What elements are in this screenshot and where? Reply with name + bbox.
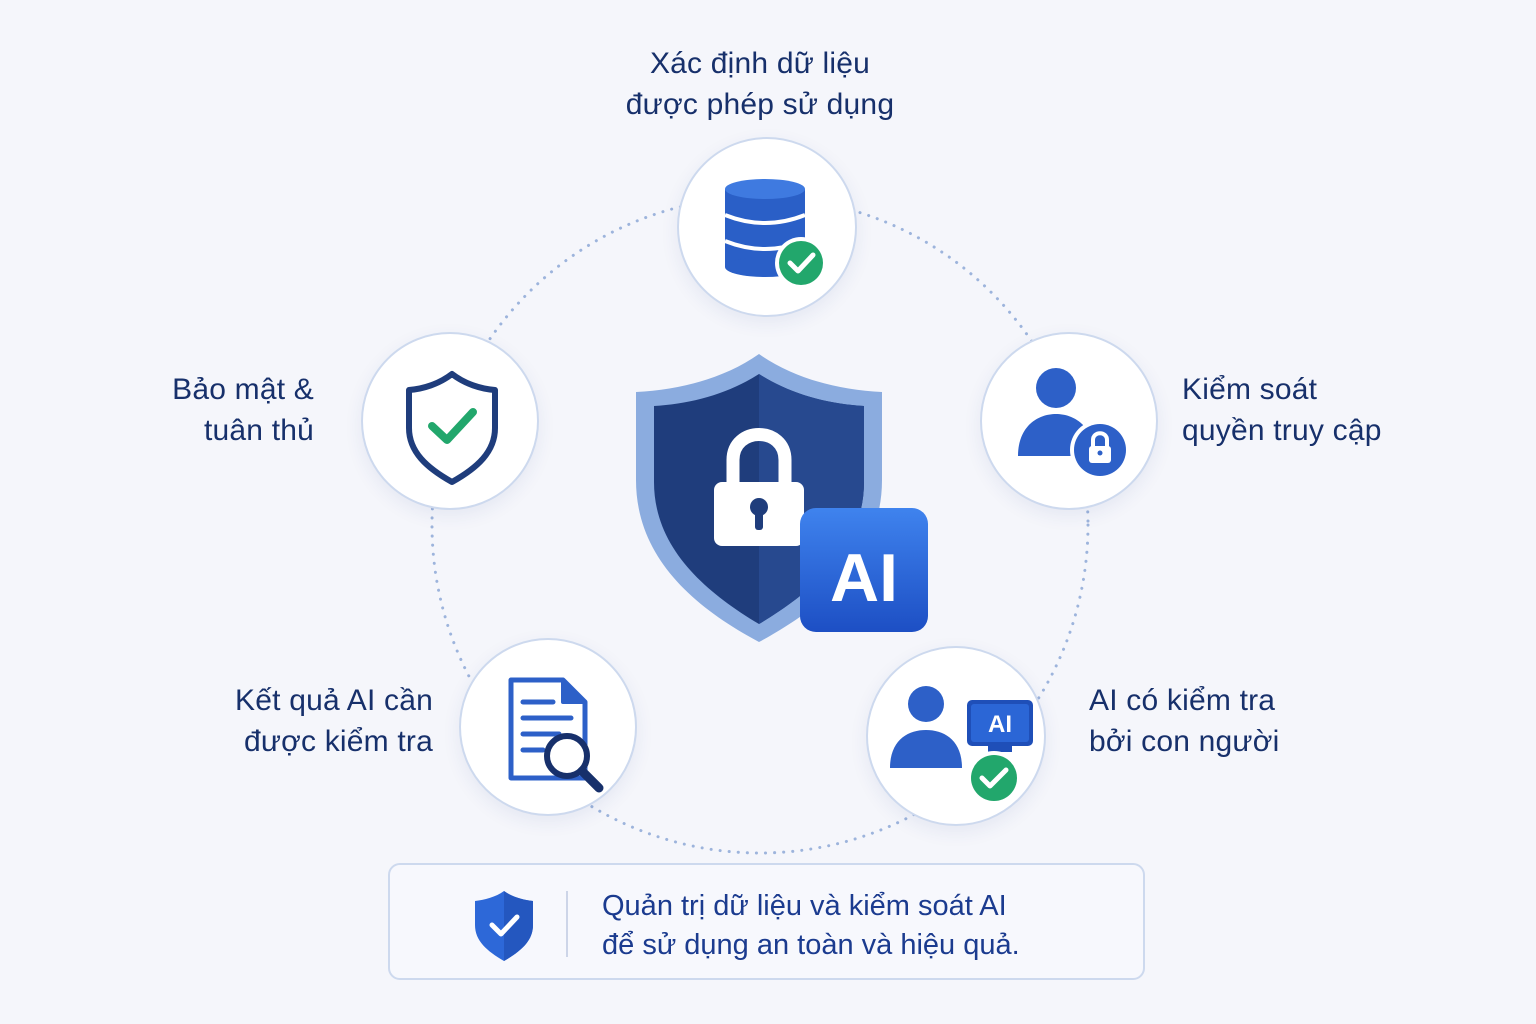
footer-line: để sử dụng an toàn và hiệu quả. [602, 929, 1020, 961]
label-data: Xác định dữ liệu được phép sử dụng [560, 43, 960, 125]
label-line: được kiểm tra [243, 725, 433, 758]
database-check-icon [724, 179, 827, 289]
document-search-icon [508, 677, 604, 793]
label-line: AI có kiểm tra [1089, 684, 1276, 717]
label-line: bởi con người [1089, 725, 1280, 758]
label-line: Kết quả AI cần [235, 684, 433, 717]
user-monitor-check-icon: AI [890, 686, 1033, 805]
label-review: Kết quả AI cần được kiểm tra [130, 680, 433, 762]
node-data [677, 137, 857, 317]
node-human: AI [866, 646, 1046, 826]
shield-check-icon [406, 371, 498, 485]
label-human: AI có kiểm tra bởi con người [1089, 680, 1389, 762]
ai-badge [800, 508, 928, 632]
footer-line: Quản trị dữ liệu và kiểm soát AI [602, 890, 1007, 922]
node-security [361, 332, 539, 510]
footer-banner: Quản trị dữ liệu và kiểm soát AI để sử d… [388, 863, 1145, 980]
label-security: Bảo mật & tuân thủ [60, 369, 314, 451]
label-line: Bảo mật & [172, 373, 314, 406]
node-access [980, 332, 1158, 510]
node-review [459, 638, 637, 816]
label-line: quyền truy cập [1182, 414, 1382, 447]
footer-text: Quản trị dữ liệu và kiểm soát AI để sử d… [602, 887, 1020, 965]
user-lock-icon [1018, 368, 1130, 480]
ai-badge-label: AI [830, 540, 898, 616]
center-shield-lock-icon: AI [636, 354, 928, 642]
label-line: Xác định dữ liệu [649, 47, 871, 80]
shield-check-icon [475, 891, 533, 961]
footer-divider [566, 891, 568, 957]
label-line: tuân thủ [203, 414, 314, 447]
label-access: Kiểm soát quyền truy cập [1182, 369, 1482, 451]
label-line: Kiểm soát [1182, 373, 1318, 406]
monitor-ai-label: AI [988, 711, 1012, 738]
label-line: được phép sử dụng [625, 88, 895, 121]
